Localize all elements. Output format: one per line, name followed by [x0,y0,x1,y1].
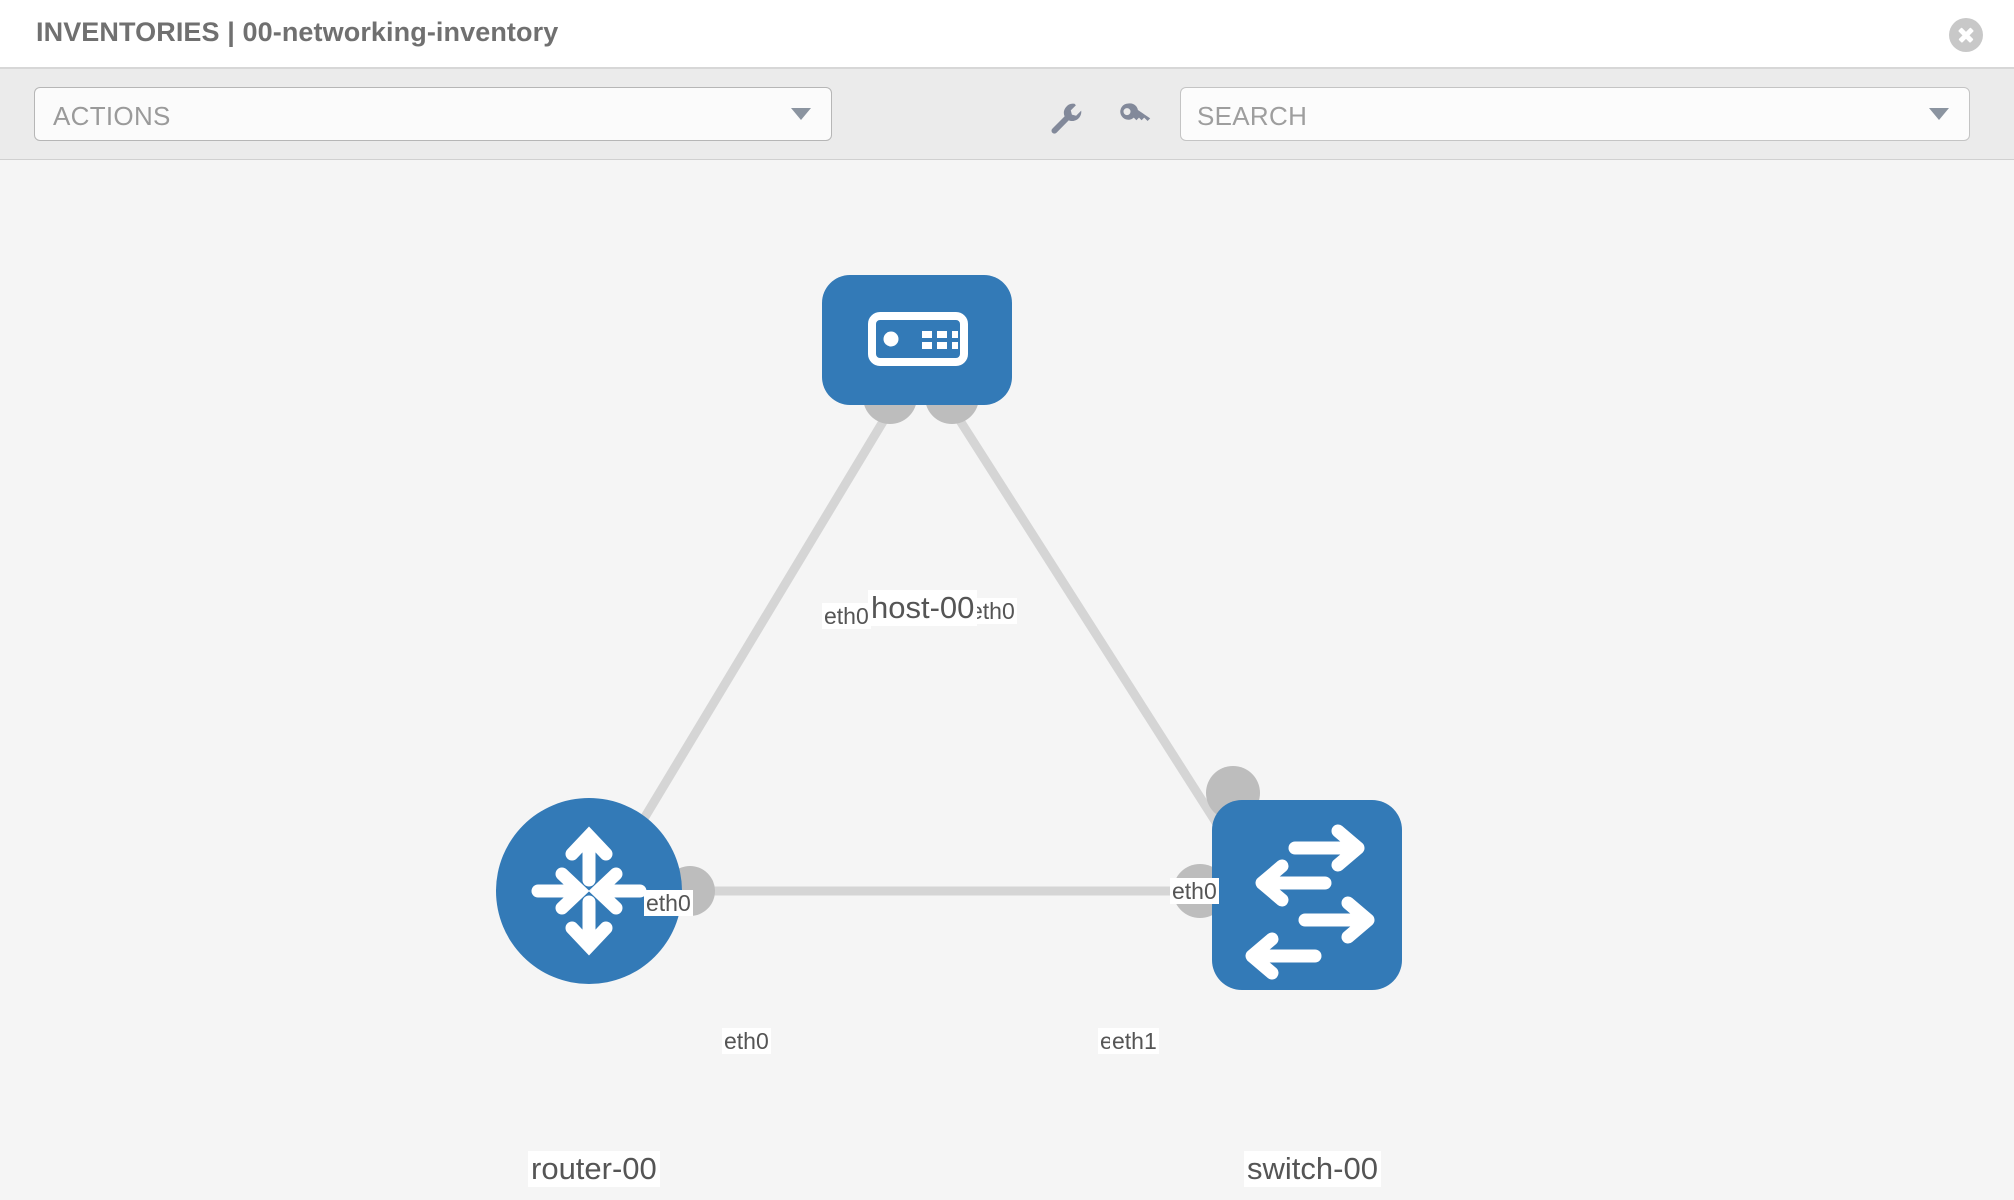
actions-dropdown-label: ACTIONS [53,101,171,131]
edge-label-switch-eth1: eth1 [1110,1028,1159,1055]
topology-canvas[interactable]: eth0 eth0 eth0 eth0 eth0 eth0 eth1 host-… [0,160,2014,1200]
link-host-router[interactable] [606,402,897,878]
node-host-00[interactable] [822,275,1012,405]
actions-dropdown[interactable]: ACTIONS [34,87,832,141]
wrench-icon[interactable] [1045,97,1085,137]
edge-label-router-diag: eth0 [644,890,693,917]
close-icon[interactable] [1949,18,1983,52]
toolbar: ACTIONS SEARCH [0,69,2014,160]
edge-label-host-left: eth0 [822,603,871,630]
topology-graph [496,275,1402,990]
topology-links [606,402,1270,896]
node-label-router-00: router-00 [528,1151,660,1187]
key-icon[interactable] [1113,97,1153,137]
page-title: INVENTORIES | 00-networking-inventory [36,17,559,47]
node-label-host-00: host-00 [868,590,978,626]
link-host-switch[interactable] [946,402,1244,863]
node-label-switch-00: switch-00 [1244,1151,1381,1187]
search-placeholder: SEARCH [1197,101,1308,131]
edge-label-switch-diag: eth0 [1170,878,1219,905]
server-icon [868,312,968,366]
search-chevron-down-icon[interactable] [1929,108,1949,120]
switch-arrows-icon [1245,824,1375,980]
router-arrows-icon [531,826,647,956]
edge-label-router-eth0: eth0 [722,1028,771,1055]
chevron-down-icon [791,108,811,120]
node-router-00[interactable] [496,798,682,984]
page-header: INVENTORIES | 00-networking-inventory [0,0,2014,69]
node-switch-00[interactable] [1212,800,1402,990]
search-input[interactable]: SEARCH [1180,87,1970,141]
